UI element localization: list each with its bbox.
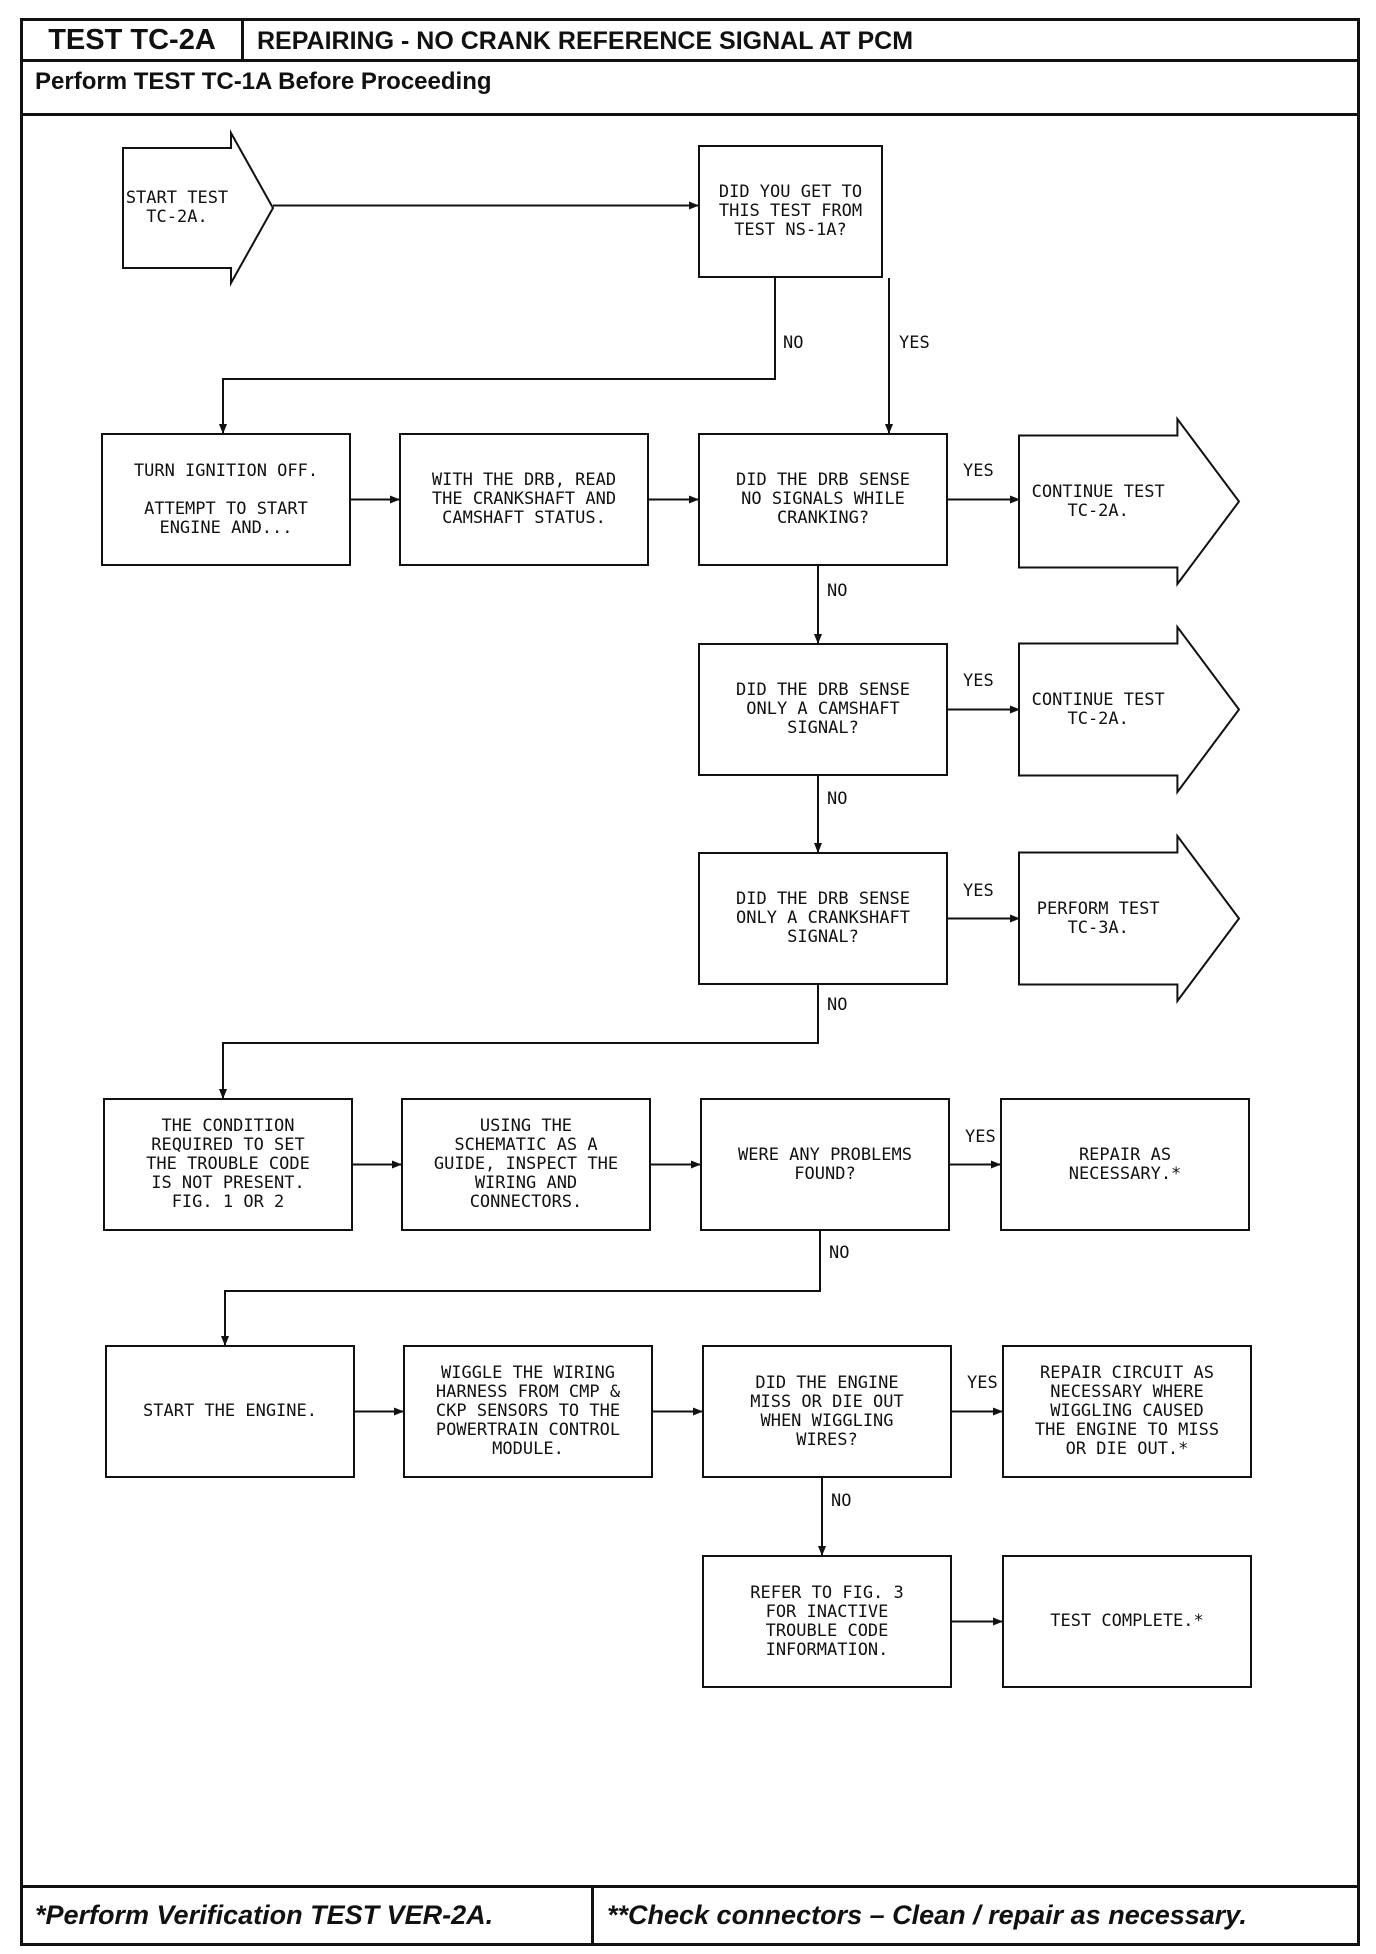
label-no-crankonly: NO (827, 995, 848, 1015)
connector-problems-no (221, 1231, 821, 1346)
read-status-box: WITH THE DRB, READ THE CRANKSHAFT AND CA… (399, 433, 649, 566)
label-yes-ns1a: YES (899, 333, 930, 353)
continue-1-arrow-shape (1018, 415, 1241, 588)
connector-crankonly-no (219, 985, 819, 1099)
flowchart-connectors (122, 129, 1241, 1626)
diagnostic-page: TEST TC-2A REPAIRING - NO CRANK REFERENC… (20, 18, 1360, 1946)
q-problems-box: WERE ANY PROBLEMS FOUND? (700, 1098, 950, 1231)
start-engine-box: START THE ENGINE. (105, 1345, 355, 1478)
test-id: TEST TC-2A (23, 21, 244, 59)
start-label: START TEST TC-2A. (125, 188, 229, 227)
connector-ns1a-no (219, 278, 776, 434)
refer-fig3-box: REFER TO FIG. 3 FOR INACTIVE TROUBLE COD… (702, 1555, 952, 1688)
complete-box: TEST COMPLETE.* (1002, 1555, 1252, 1688)
perform-3a-label: PERFORM TEST TC-3A. (1036, 898, 1160, 938)
q-no-signals-box: DID THE DRB SENSE NO SIGNALS WHILE CRANK… (698, 433, 948, 566)
footer-column-divider (591, 1885, 594, 1943)
footer-verification-note: *Perform Verification TEST VER-2A. (35, 1900, 494, 1930)
label-no-miss: NO (831, 1491, 852, 1511)
label-no-nosignals: NO (827, 581, 848, 601)
prerequisite-note: Perform TEST TC-1A Before Proceeding (35, 68, 492, 95)
repair-1-box: REPAIR AS NECESSARY.* (1000, 1098, 1250, 1231)
label-no-problems: NO (829, 1243, 850, 1263)
continue-1-label: CONTINUE TEST TC-2A. (1031, 481, 1165, 521)
header-divider (23, 59, 1357, 62)
label-yes-nosignals: YES (963, 461, 994, 481)
subheader-divider (23, 113, 1357, 116)
label-no-ns1a: NO (783, 333, 804, 353)
inspect-wiring-box: USING THE SCHEMATIC AS A GUIDE, INSPECT … (401, 1098, 651, 1231)
label-yes-problems: YES (965, 1127, 996, 1147)
wiggle-box: WIGGLE THE WIRING HARNESS FROM CMP & CKP… (403, 1345, 653, 1478)
continue-2-arrow-shape (1018, 623, 1241, 796)
test-title: REPAIRING - NO CRANK REFERENCE SIGNAL AT… (257, 27, 914, 55)
continue-2-label: CONTINUE TEST TC-2A. (1031, 689, 1165, 729)
label-yes-crankonly: YES (963, 881, 994, 901)
label-no-camonly: NO (827, 789, 848, 809)
q-crank-only-box: DID THE DRB SENSE ONLY A CRANKSHAFT SIGN… (698, 852, 948, 985)
repair-2-box: REPAIR CIRCUIT AS NECESSARY WHERE WIGGLI… (1002, 1345, 1252, 1478)
footer-divider (23, 1885, 1357, 1888)
footer-connector-note: **Check connectors – Clean / repair as n… (607, 1900, 1247, 1930)
label-yes-camonly: YES (963, 671, 994, 691)
q-ns1a-box: DID YOU GET TO THIS TEST FROM TEST NS-1A… (698, 145, 883, 278)
q-cam-only-box: DID THE DRB SENSE ONLY A CAMSHAFT SIGNAL… (698, 643, 948, 776)
turn-ignition-box: TURN IGNITION OFF. ATTEMPT TO START ENGI… (101, 433, 351, 566)
start-arrow-shape (122, 129, 275, 287)
label-yes-miss: YES (967, 1373, 998, 1393)
q-miss-box: DID THE ENGINE MISS OR DIE OUT WHEN WIGG… (702, 1345, 952, 1478)
condition-absent-box: THE CONDITION REQUIRED TO SET THE TROUBL… (103, 1098, 353, 1231)
perform-3a-arrow-shape (1018, 832, 1241, 1005)
